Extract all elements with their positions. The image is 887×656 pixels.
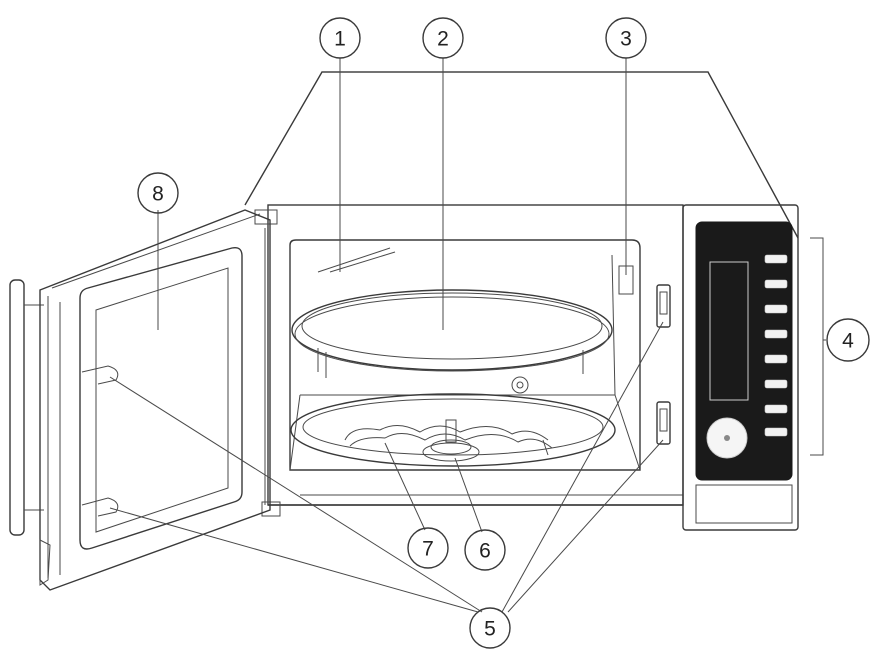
callout-3: 3: [605, 17, 647, 59]
callout-8-label: 8: [152, 183, 164, 206]
callout-7: 7: [407, 527, 449, 569]
callout-7-label: 7: [422, 538, 434, 561]
callout-2-label: 2: [437, 28, 449, 51]
control-panel: [682, 204, 799, 531]
leader-lines: [109, 58, 826, 613]
callout-3-label: 3: [620, 28, 632, 51]
turntable: [290, 393, 616, 467]
callout-6-label: 6: [479, 540, 491, 563]
oven-cavity: [289, 239, 641, 471]
callout-5-label: 5: [484, 618, 496, 641]
latch-holes: [254, 209, 671, 517]
callout-4: 4: [826, 318, 870, 362]
callout-1-label: 1: [334, 28, 346, 51]
open-door: [9, 209, 271, 591]
callout-6: 6: [464, 529, 506, 571]
callout-1: 1: [319, 17, 361, 59]
callout-4-label: 4: [842, 330, 854, 353]
callout-2: 2: [422, 17, 464, 59]
grill-rack: [291, 289, 613, 378]
callout-8: 8: [137, 172, 179, 214]
callout-5: 5: [469, 607, 511, 649]
